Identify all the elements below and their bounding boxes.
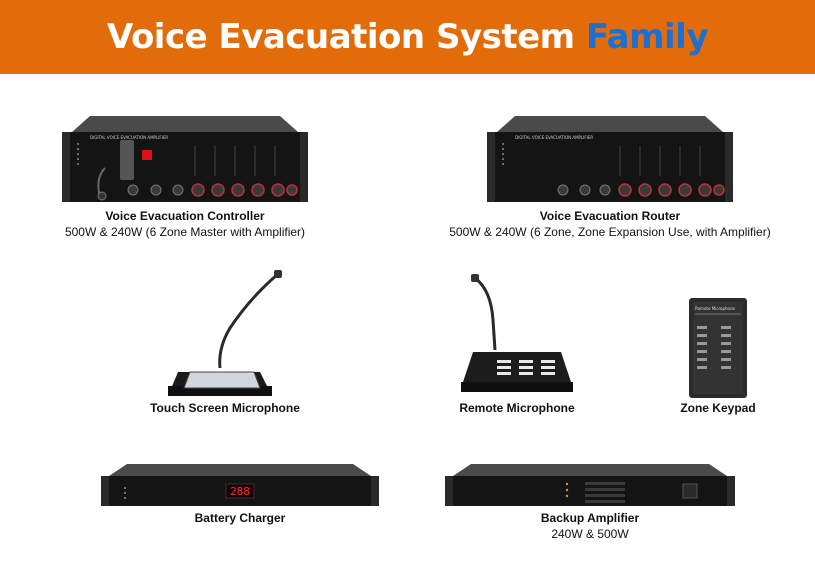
product-touch-screen-microphone: Touch Screen Microphone (140, 268, 310, 416)
product-name: Zone Keypad (680, 401, 756, 415)
touch-mic-caption: Touch Screen Microphone (140, 400, 310, 416)
backup-amplifier-icon (445, 464, 735, 506)
keypad-caption: Zone Keypad (668, 400, 768, 416)
controller-caption: Voice Evacuation Controller 500W & 240W … (55, 208, 315, 240)
rack-controller-icon: DIGITAL VOICE EVACUATION AMPLIFIER (62, 116, 308, 202)
remote-microphone-icon (461, 274, 573, 392)
product-name: Voice Evacuation Router (539, 209, 681, 223)
product-backup-amplifier: Backup Amplifier 240W & 500W (445, 462, 735, 542)
product-spec: 500W & 240W (6 Zone, Zone Expansion Use,… (449, 225, 771, 239)
remote-mic-caption: Remote Microphone (437, 400, 597, 416)
zone-keypad-icon: Remote Microphone (689, 298, 747, 398)
product-voice-evacuation-router: DIGITAL VOICE EVACUATION AMPLIFIER Voice… (440, 108, 780, 240)
panel-text: DIGITAL VOICE EVACUATION AMPLIFIER (90, 135, 168, 140)
backup-amp-caption: Backup Amplifier 240W & 500W (445, 510, 735, 542)
product-battery-charger: 288 Battery Charger (100, 462, 380, 526)
rack-router-icon: DIGITAL VOICE EVACUATION AMPLIFIER (487, 116, 733, 202)
page-title: Voice Evacuation System Family (106, 17, 709, 57)
panel-text: Remote Microphone (695, 306, 736, 311)
product-name: Backup Amplifier (540, 511, 640, 525)
title-banner: Voice Evacuation System Family (0, 0, 815, 74)
title-accent: Family (585, 17, 709, 57)
charger-display: 288 (230, 485, 250, 498)
battery-charger-icon: 288 (101, 464, 379, 506)
touch-screen-microphone-icon (168, 270, 282, 396)
product-remote-microphone: Remote Microphone (437, 270, 597, 416)
router-caption: Voice Evacuation Router 500W & 240W (6 Z… (440, 208, 780, 240)
panel-text: DIGITAL VOICE EVACUATION AMPLIFIER (515, 135, 593, 140)
product-name: Remote Microphone (459, 401, 575, 415)
title-main: Voice Evacuation System (106, 17, 575, 57)
product-spec: 500W & 240W (6 Zone Master with Amplifie… (64, 225, 306, 239)
product-name: Battery Charger (194, 511, 286, 525)
product-spec: 240W & 500W (551, 527, 629, 541)
product-name: Touch Screen Microphone (150, 401, 300, 415)
product-name: Voice Evacuation Controller (105, 209, 265, 223)
charger-caption: Battery Charger (100, 510, 380, 526)
product-voice-evacuation-controller: DIGITAL VOICE EVACUATION AMPLIFIER Voice… (55, 108, 315, 240)
product-zone-keypad: Remote Microphone Zone Keypad (668, 296, 768, 416)
